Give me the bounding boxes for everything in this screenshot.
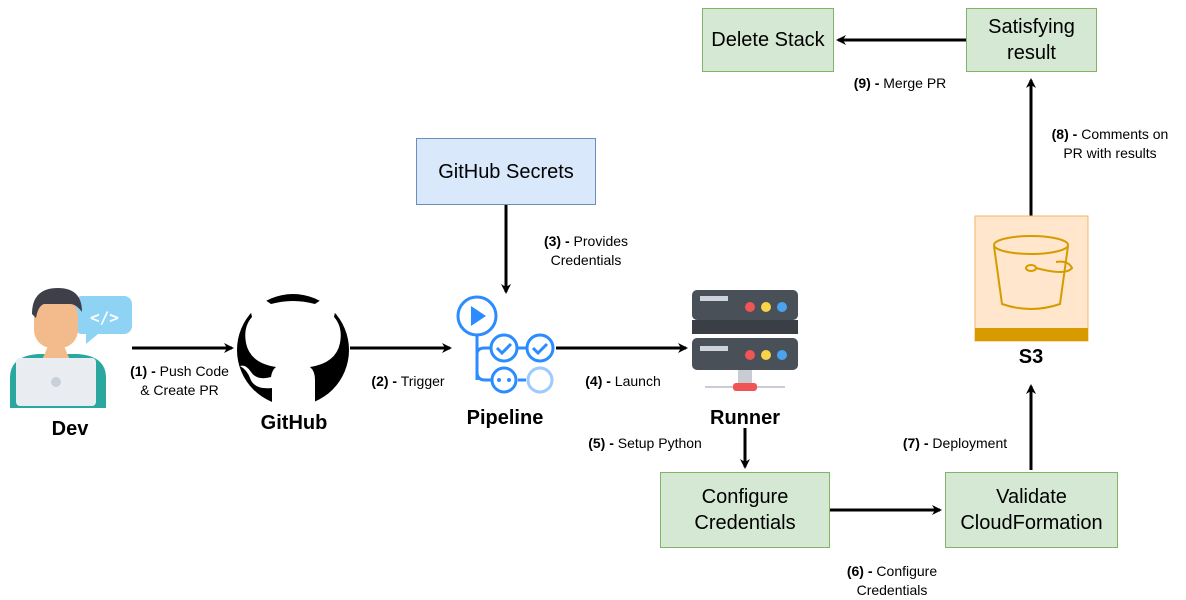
edge-step-1: (1) -: [130, 363, 156, 379]
github-secrets-box: GitHub Secrets: [416, 138, 596, 205]
edge-text-4: Launch: [610, 373, 661, 389]
edge-label-7: (7) - Deployment: [880, 434, 1030, 453]
github-label: GitHub: [260, 412, 328, 434]
runner-label: Runner: [710, 407, 780, 429]
edge-text-7: Deployment: [928, 435, 1008, 451]
satisfying-result-label: Satisfying result: [988, 16, 1075, 64]
svg-text:</>: </>: [90, 308, 119, 327]
pipeline-icon: [456, 295, 555, 394]
edge-label-1: (1) - Push Code & Create PR: [112, 362, 247, 400]
s3-label: S3: [1018, 346, 1044, 368]
edge-text-3: Provides Credentials: [550, 233, 629, 268]
edge-step-4: (4) -: [585, 373, 611, 389]
delete-stack-box: Delete Stack: [702, 8, 834, 72]
edge-label-6: (6) - Configure Credentials: [822, 562, 962, 600]
developer-icon: </>: [10, 288, 132, 408]
edge-step-3: (3) -: [543, 233, 570, 249]
edge-label-9: (9) - Merge PR: [835, 74, 965, 93]
delete-stack-label: Delete Stack: [711, 29, 825, 51]
pipeline-label: Pipeline: [466, 407, 544, 429]
github-secrets-label: GitHub Secrets: [438, 160, 574, 183]
configure-credentials-label: Configure Credentials: [694, 486, 796, 534]
s3-bucket-icon: [974, 215, 1089, 342]
edge-step-2: (2) -: [371, 373, 398, 389]
edge-text-8: Comments on PR with results: [1063, 126, 1169, 161]
edge-label-8: (8) - Comments on PR with results: [1035, 125, 1185, 163]
validate-cloudformation-box: Validate CloudFormation: [945, 472, 1118, 548]
edge-step-8: (8) -: [1051, 126, 1078, 142]
edge-label-2: (2) - Trigger: [356, 372, 460, 391]
edge-step-9: (9) -: [853, 75, 880, 91]
server-icon: [692, 290, 798, 391]
configure-credentials-box: Configure Credentials: [660, 472, 830, 548]
edge-label-3: (3) - Provides Credentials: [526, 232, 646, 270]
github-icon: [237, 294, 349, 406]
edge-step-5: (5) -: [588, 435, 614, 451]
satisfying-result-box: Satisfying result: [966, 8, 1097, 72]
edge-step-6: (6) -: [846, 563, 873, 579]
validate-cloudformation-label: Validate CloudFormation: [960, 486, 1103, 534]
dev-label: Dev: [51, 418, 89, 440]
edge-text-2: Trigger: [397, 373, 445, 389]
edge-label-4: (4) - Launch: [566, 372, 680, 391]
edge-text-1: Push Code & Create PR: [140, 363, 229, 398]
edge-text-6: Configure Credentials: [856, 563, 938, 598]
edge-text-9: Merge PR: [879, 75, 947, 91]
edge-label-5: (5) - Setup Python: [560, 434, 730, 453]
edge-step-7: (7) -: [902, 435, 929, 451]
edge-text-5: Setup Python: [613, 435, 702, 451]
